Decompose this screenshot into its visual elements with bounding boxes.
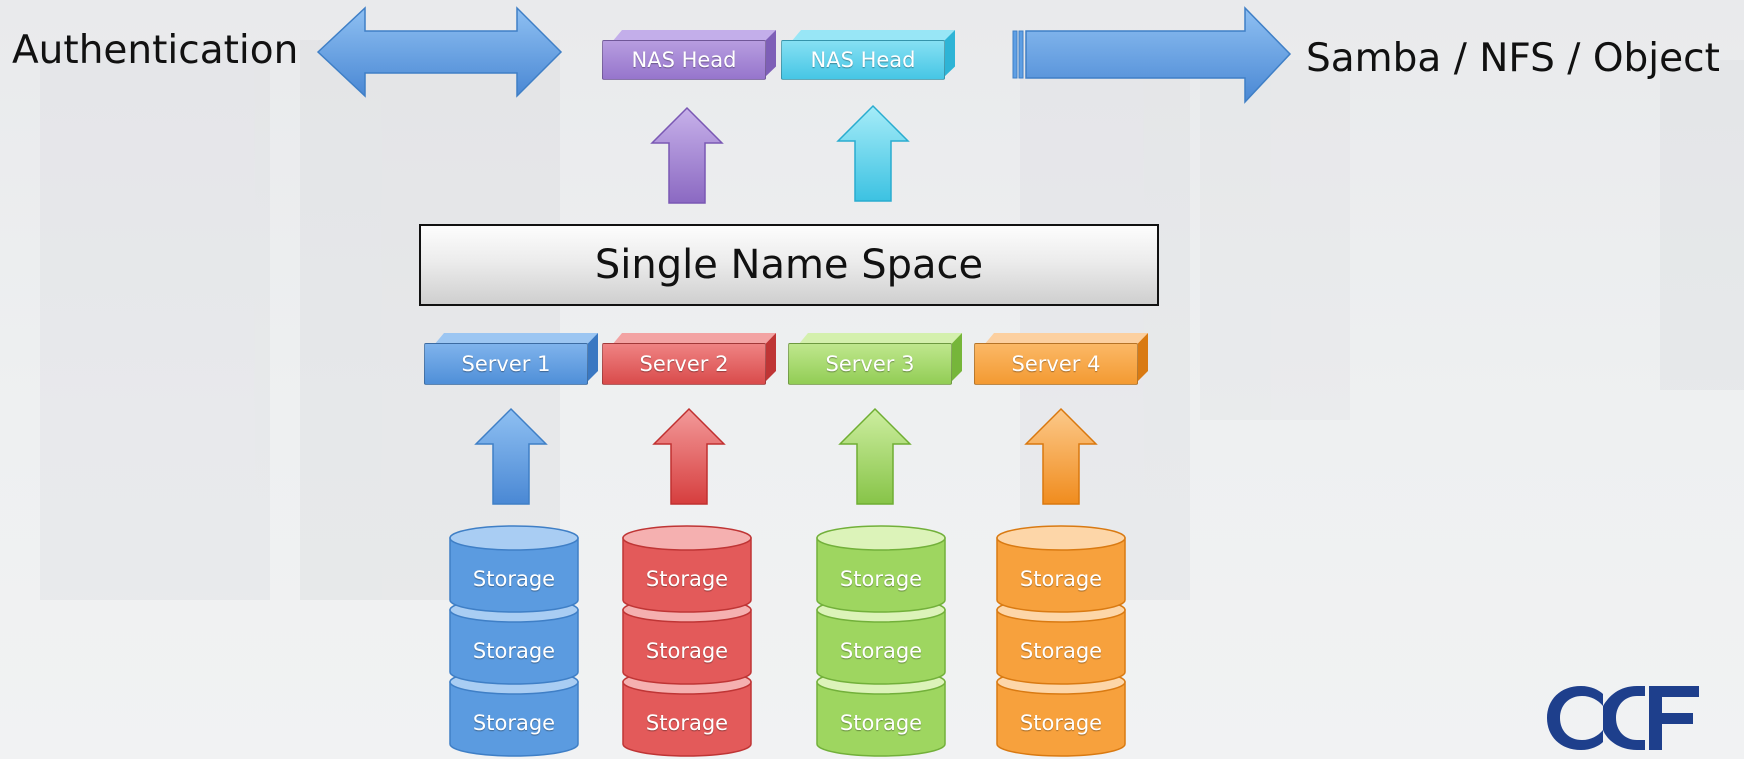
storage-label: Storage	[472, 639, 556, 663]
storage-label: Storage	[839, 639, 923, 663]
storage-label: Storage	[839, 711, 923, 735]
storage-label: Storage	[472, 567, 556, 591]
storage-label: Storage	[645, 639, 729, 663]
server-block-4: Server 4	[974, 333, 1148, 385]
authentication-double-arrow	[316, 6, 563, 98]
storage-up-arrow-red	[652, 407, 726, 505]
nas-up-arrow-purple	[650, 106, 724, 204]
storage-cylinder	[622, 525, 752, 613]
server-block-1: Server 1	[424, 333, 598, 385]
storage-label: Storage	[1019, 567, 1103, 591]
protocols-arrow	[1012, 6, 1292, 104]
nas-up-arrow-cyan	[836, 104, 910, 202]
storage-up-arrow-green	[838, 407, 912, 505]
storage-label: Storage	[1019, 711, 1103, 735]
storage-label: Storage	[472, 711, 556, 735]
ocf-logo	[1547, 686, 1699, 750]
server-block-2: Server 2	[602, 333, 776, 385]
storage-cylinder	[996, 525, 1126, 613]
authentication-label: Authentication	[12, 28, 299, 73]
storage-label: Storage	[839, 567, 923, 591]
protocols-label: Samba / NFS / Object	[1306, 36, 1720, 81]
storage-cylinders	[449, 525, 1126, 757]
storage-label: Storage	[645, 567, 729, 591]
nas-head-block-1: NAS Head	[602, 30, 776, 80]
nas-head-block-2: NAS Head	[781, 30, 955, 80]
storage-label: Storage	[1019, 639, 1103, 663]
single-name-space-box: Single Name Space	[419, 224, 1159, 306]
storage-label: Storage	[645, 711, 729, 735]
server-block-3: Server 3	[788, 333, 962, 385]
storage-cylinder	[449, 525, 579, 613]
rack-backdrop	[40, 40, 1744, 600]
storage-up-arrow-orange	[1024, 407, 1098, 505]
storage-up-arrow-blue	[474, 407, 548, 505]
storage-cylinder	[816, 525, 946, 613]
